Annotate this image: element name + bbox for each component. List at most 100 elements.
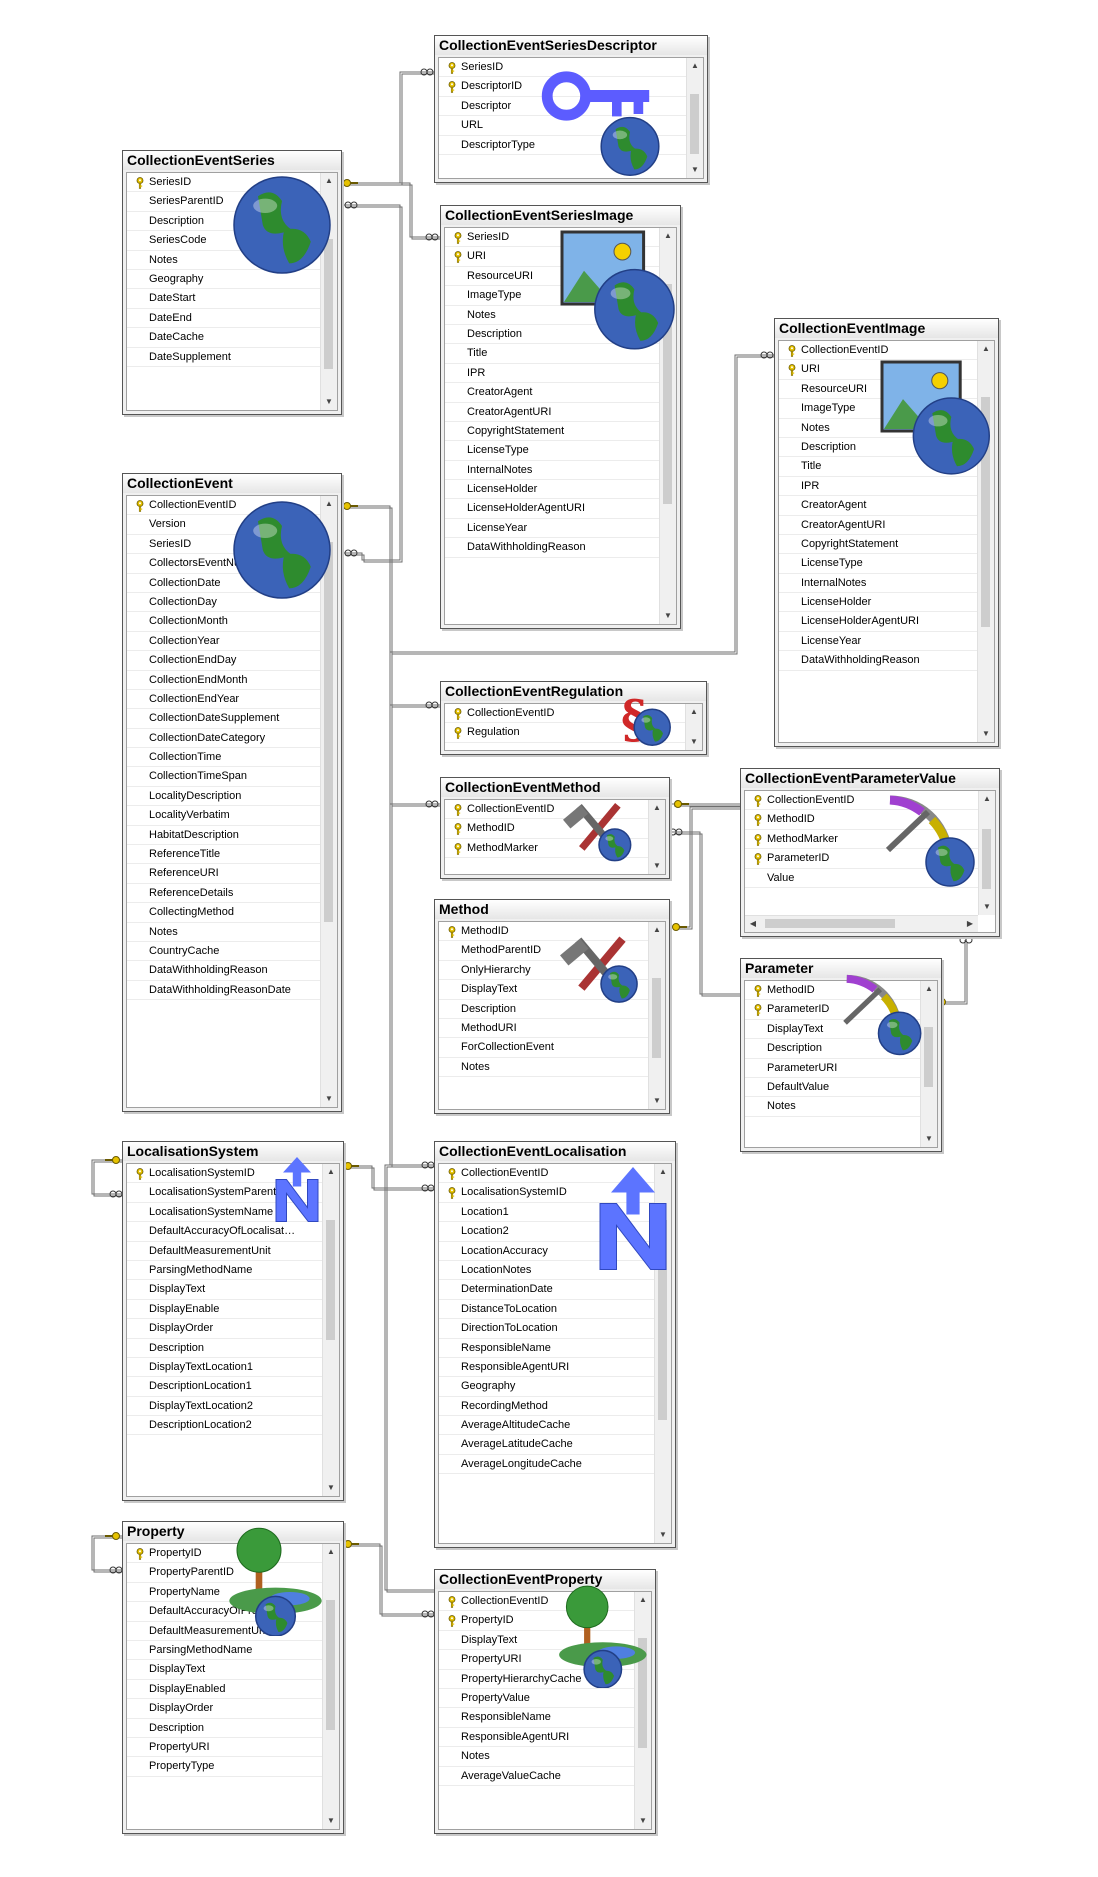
table-title[interactable]: Property: [123, 1522, 343, 1541]
scroll-up-icon[interactable]: ▲: [982, 344, 990, 353]
scroll-down-icon[interactable]: ▼: [664, 611, 672, 620]
column-row[interactable]: LocalityVerbatim: [127, 806, 320, 826]
column-row[interactable]: LocationAccuracy: [439, 1242, 654, 1261]
vertical-scrollbar[interactable]: ▲▼: [977, 341, 994, 742]
scroll-down-icon[interactable]: ▼: [690, 737, 698, 746]
column-row[interactable]: LocalityDescription: [127, 787, 320, 807]
column-row[interactable]: DateSupplement: [127, 348, 320, 367]
column-row[interactable]: ResponsibleName: [439, 1339, 654, 1358]
scroll-thumb[interactable]: [982, 829, 991, 889]
column-row[interactable]: LicenseHolderAgentURI: [779, 612, 977, 632]
column-row[interactable]: ResourceURI: [779, 380, 977, 400]
column-row[interactable]: PropertyParentID: [127, 1563, 322, 1583]
table-title[interactable]: Method: [435, 900, 669, 919]
column-row[interactable]: OnlyHierarchy: [439, 961, 648, 981]
column-row[interactable]: ResponsibleAgentURI: [439, 1728, 634, 1748]
column-row[interactable]: ParameterURI: [745, 1059, 920, 1078]
column-row[interactable]: Description: [445, 325, 659, 345]
column-row[interactable]: AverageAltitudeCache: [439, 1416, 654, 1436]
column-row[interactable]: AverageLatitudeCache: [439, 1435, 654, 1455]
column-row[interactable]: Description: [779, 438, 977, 458]
scroll-down-icon[interactable]: ▼: [925, 1134, 933, 1143]
vertical-scrollbar[interactable]: ▲▼: [659, 228, 676, 624]
scroll-up-icon[interactable]: ▲: [983, 794, 991, 803]
column-row[interactable]: HabitatDescription: [127, 826, 320, 846]
column-row[interactable]: CreatorAgentURI: [445, 403, 659, 422]
column-row[interactable]: DefaultValue: [745, 1078, 920, 1098]
relationship-line[interactable]: [343, 1165, 434, 1189]
scroll-down-icon[interactable]: ▼: [653, 1096, 661, 1105]
column-row[interactable]: MethodMarker: [745, 830, 978, 850]
column-row[interactable]: DisplayTextLocation2: [127, 1397, 322, 1417]
column-row[interactable]: LocalisationSystemParentID: [127, 1183, 322, 1203]
column-row[interactable]: Description: [127, 1719, 322, 1738]
column-row[interactable]: ParsingMethodName: [127, 1641, 322, 1661]
column-row[interactable]: CollectionEventID: [439, 1164, 654, 1184]
column-row[interactable]: ResourceURI: [445, 267, 659, 287]
column-row[interactable]: CollectionMonth: [127, 612, 320, 632]
column-row[interactable]: MethodID: [445, 819, 648, 839]
column-row[interactable]: PropertyName: [127, 1583, 322, 1603]
column-row[interactable]: CreatorAgentURI: [779, 516, 977, 535]
relationship-line[interactable]: [343, 505, 434, 1166]
column-row[interactable]: CreatorAgent: [779, 496, 977, 516]
scroll-thumb[interactable]: [663, 284, 672, 504]
column-row[interactable]: CollectionDay: [127, 593, 320, 613]
column-row[interactable]: CollectionTimeSpan: [127, 767, 320, 787]
scroll-up-icon[interactable]: ▲: [325, 176, 333, 185]
scroll-thumb[interactable]: [658, 1220, 667, 1420]
scroll-down-icon[interactable]: ▼: [659, 1530, 667, 1539]
column-row[interactable]: CollectionEventID: [779, 341, 977, 361]
column-row[interactable]: DistanceToLocation: [439, 1300, 654, 1320]
scroll-up-icon[interactable]: ▲: [325, 499, 333, 508]
column-row[interactable]: DisplayText: [127, 1280, 322, 1300]
column-row[interactable]: SeriesID: [445, 228, 659, 248]
column-row[interactable]: DirectionToLocation: [439, 1319, 654, 1339]
scroll-thumb[interactable]: [326, 1220, 335, 1340]
table-title[interactable]: LocalisationSystem: [123, 1142, 343, 1161]
column-row[interactable]: ImageType: [445, 286, 659, 306]
column-row[interactable]: MethodMarker: [445, 839, 648, 859]
relationship-line[interactable]: [343, 204, 401, 561]
column-row[interactable]: Title: [445, 344, 659, 364]
column-row[interactable]: InternalNotes: [779, 574, 977, 594]
column-row[interactable]: DefaultAccuracyOfLocalisat…: [127, 1222, 322, 1242]
column-row[interactable]: IPR: [779, 477, 977, 497]
column-row[interactable]: ParameterID: [745, 849, 978, 869]
column-row[interactable]: ReferenceURI: [127, 864, 320, 884]
table-title[interactable]: CollectionEventSeriesImage: [441, 206, 680, 225]
scroll-up-icon[interactable]: ▲: [659, 1167, 667, 1176]
relationship-line[interactable]: [390, 354, 774, 653]
scroll-up-icon[interactable]: ▲: [639, 1595, 647, 1604]
column-row[interactable]: DefaultMeasurementUnit: [127, 1622, 322, 1641]
column-row[interactable]: DisplayOrder: [127, 1699, 322, 1719]
scroll-thumb[interactable]: [981, 397, 990, 627]
column-row[interactable]: ForCollectionEvent: [439, 1038, 648, 1058]
table-title[interactable]: Parameter: [741, 959, 941, 978]
column-row[interactable]: DisplayText: [439, 980, 648, 1000]
column-row[interactable]: Geography: [127, 270, 320, 290]
scroll-thumb[interactable]: [638, 1638, 647, 1748]
column-row[interactable]: ReferenceTitle: [127, 845, 320, 865]
column-row[interactable]: Description: [745, 1039, 920, 1059]
column-row[interactable]: URI: [445, 247, 659, 267]
column-row[interactable]: Descriptor: [439, 97, 686, 117]
column-row[interactable]: DateStart: [127, 289, 320, 309]
relationship-line[interactable]: [672, 806, 740, 928]
column-row[interactable]: LocalisationSystemName: [127, 1203, 322, 1223]
column-row[interactable]: CollectionEndDay: [127, 651, 320, 671]
scroll-thumb[interactable]: [924, 1027, 933, 1087]
column-row[interactable]: AverageValueCache: [439, 1767, 634, 1786]
column-row[interactable]: LicenseYear: [779, 632, 977, 652]
table-title[interactable]: CollectionEventSeries: [123, 151, 341, 170]
column-row[interactable]: Notes: [745, 1097, 920, 1117]
column-row[interactable]: CollectingMethod: [127, 903, 320, 923]
